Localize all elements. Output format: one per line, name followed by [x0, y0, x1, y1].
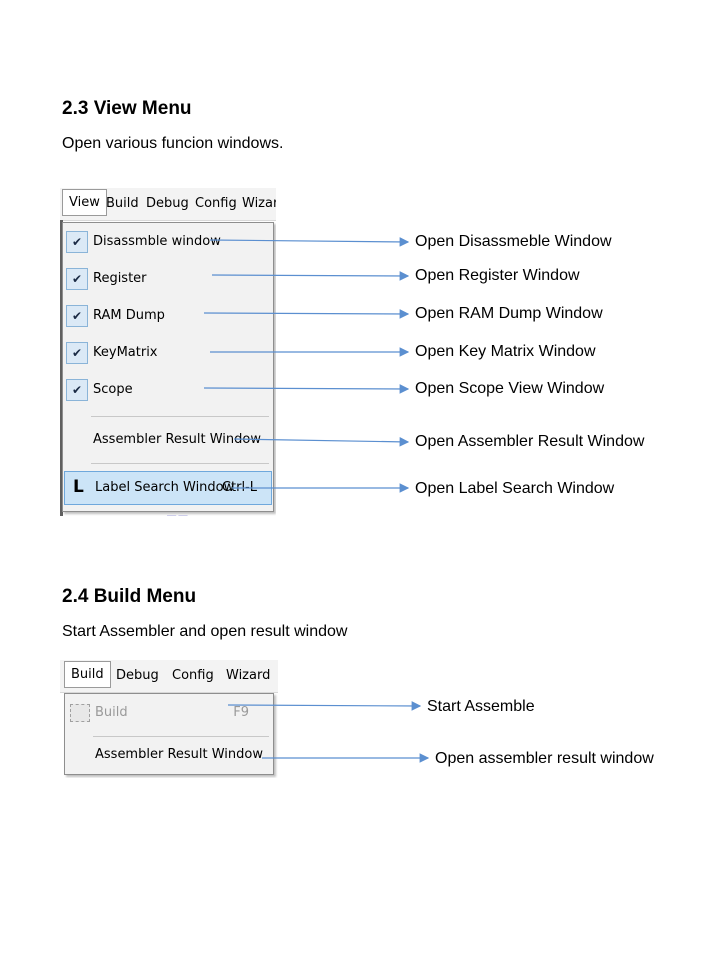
menu-separator — [91, 416, 269, 417]
menu-separator — [93, 736, 269, 737]
menu-view[interactable]: View — [62, 189, 107, 216]
item-label: Build — [95, 705, 128, 720]
editor-edge — [60, 220, 63, 516]
item-label: Disassmble window — [93, 234, 221, 249]
view-menubar: View Build Debug Config Wizar — [60, 188, 276, 221]
arrow-assembler-result — [233, 437, 410, 447]
menu-wizard[interactable]: Wizard — [226, 668, 271, 683]
item-label: Scope — [93, 382, 133, 397]
arrow-register — [211, 271, 410, 281]
build-item-build[interactable]: Build F9 — [65, 696, 273, 730]
view-menu-heading: 2.3 View Menu — [62, 98, 192, 119]
item-shortcut: F9 — [233, 705, 249, 720]
check-icon: ✔ — [66, 379, 88, 401]
arrow-disassemble — [209, 237, 410, 247]
callout-key-matrix: Open Key Matrix Window — [415, 343, 596, 360]
item-label: Assembler Result Window — [95, 747, 263, 762]
callout-register: Open Register Window — [415, 267, 580, 284]
item-label: Assembler Result Window — [93, 432, 261, 447]
label-search-icon: L — [73, 477, 84, 497]
view-item-disassemble[interactable]: ✔ Disassmble window — [63, 225, 273, 259]
callout-label-search: Open Label Search Window — [415, 480, 615, 497]
build-menubar: Build Debug Config Wizard — [60, 660, 278, 693]
build-dropdown: Build F9 Assembler Result Window — [64, 693, 274, 775]
check-icon: ✔ — [66, 231, 88, 253]
editor-text-fragment: ▭▭ — [166, 510, 189, 516]
build-menu-heading: 2.4 Build Menu — [62, 586, 197, 607]
callout-ram-dump: Open RAM Dump Window — [415, 305, 603, 322]
view-menu-description: Open various funcion windows. — [62, 135, 284, 152]
view-menu-screenshot: View Build Debug Config Wizar ✔ Disassmb… — [60, 188, 276, 516]
arrow-scope — [203, 384, 410, 394]
menu-separator — [91, 463, 269, 464]
view-item-assembler-result[interactable]: Assembler Result Window — [63, 423, 273, 457]
item-label: Label Search Window — [95, 480, 235, 495]
callout-open-assembler-result: Open assembler result window — [435, 750, 654, 767]
check-icon: ✔ — [66, 268, 88, 290]
build-menu-screenshot: Build Debug Config Wizard Build F9 Assem… — [60, 660, 278, 778]
menu-debug[interactable]: Debug — [146, 196, 189, 211]
menu-build[interactable]: Build — [106, 196, 139, 211]
view-dropdown: ✔ Disassmble window ✔ Register ✔ RAM Dum… — [62, 222, 274, 512]
callout-scope: Open Scope View Window — [415, 380, 605, 397]
item-label: RAM Dump — [93, 308, 165, 323]
item-label: Register — [93, 271, 147, 286]
build-item-assembler-result[interactable]: Assembler Result Window — [65, 738, 273, 772]
check-icon: ✔ — [66, 342, 88, 364]
arrow-start-assemble — [227, 701, 422, 711]
callout-disassemble: Open Disassmeble Window — [415, 233, 612, 250]
arrow-ram-dump — [203, 309, 410, 319]
build-icon — [70, 704, 90, 722]
menu-wizard[interactable]: Wizar — [242, 196, 276, 211]
item-label: KeyMatrix — [93, 345, 158, 360]
menu-config[interactable]: Config — [195, 196, 237, 211]
menu-config[interactable]: Config — [172, 668, 214, 683]
view-item-ram-dump[interactable]: ✔ RAM Dump — [63, 299, 273, 333]
menu-debug[interactable]: Debug — [116, 668, 159, 683]
view-item-register[interactable]: ✔ Register — [63, 262, 273, 296]
view-item-scope[interactable]: ✔ Scope — [63, 373, 273, 407]
build-menu-description: Start Assembler and open result window — [62, 623, 348, 640]
callout-assembler-result: Open Assembler Result Window — [415, 433, 645, 450]
check-icon: ✔ — [66, 305, 88, 327]
view-item-keymatrix[interactable]: ✔ KeyMatrix — [63, 336, 273, 370]
callout-start-assemble: Start Assemble — [427, 698, 535, 715]
menu-build[interactable]: Build — [64, 661, 111, 688]
